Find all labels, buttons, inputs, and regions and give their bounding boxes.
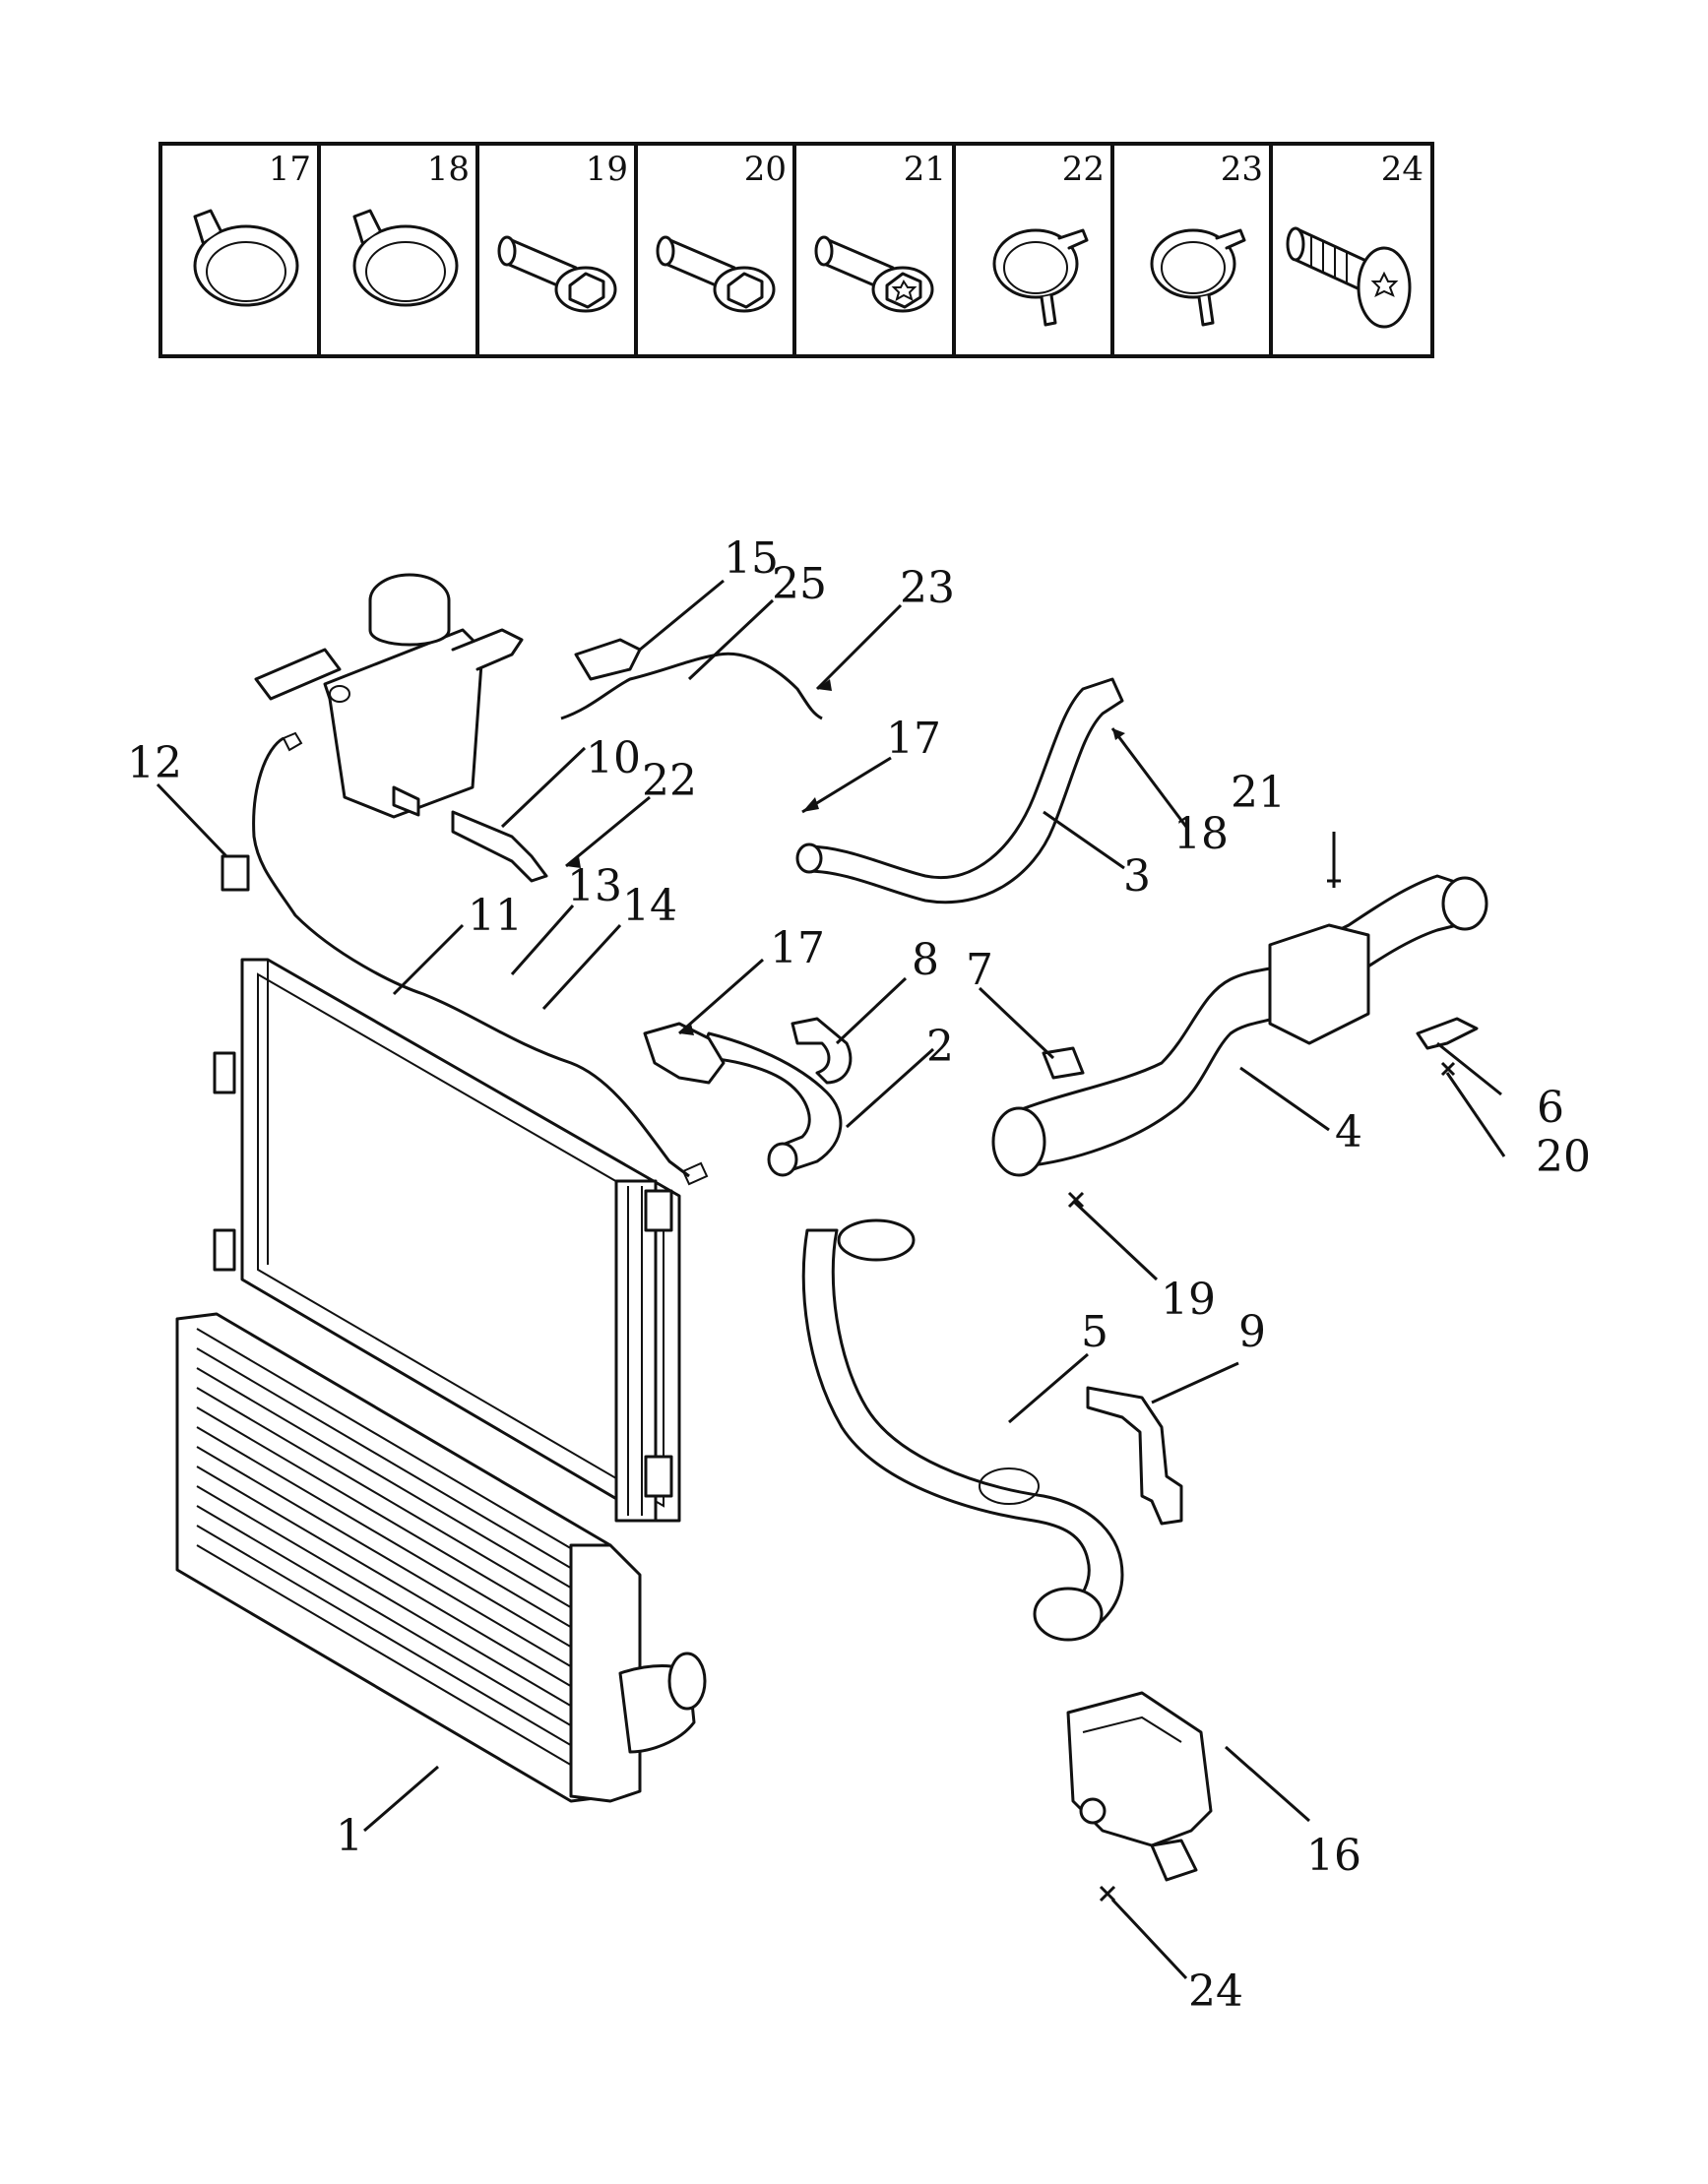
hose-clamp-spring-icon	[352, 209, 459, 307]
hose-clamp-spring-icon	[193, 209, 299, 307]
pipe-4	[991, 874, 1488, 1177]
torx-screw-icon	[1286, 226, 1412, 329]
table-number-23: 23	[1221, 150, 1263, 189]
arrowheads	[566, 679, 1125, 1035]
callout-21: 21	[1231, 768, 1286, 818]
callout-23: 23	[900, 563, 955, 613]
bracket-6	[1416, 1017, 1479, 1050]
fastener-table: 17 18 19 20 21 22 23 24	[158, 142, 1434, 358]
bracket-7	[1042, 1046, 1085, 1080]
connector	[221, 854, 250, 892]
bracket-9	[1086, 1386, 1183, 1526]
intercooler	[175, 1312, 707, 1803]
hex-flange-bolt-icon	[656, 235, 776, 313]
callout-4: 4	[1335, 1107, 1362, 1157]
callout-17-lower: 17	[770, 923, 825, 973]
hose-clamp-wire-icon	[992, 228, 1089, 327]
clip-15	[574, 638, 642, 681]
callout-22: 22	[642, 756, 697, 806]
callout-24: 24	[1188, 1966, 1243, 2017]
hose-10	[451, 810, 548, 883]
hose-5	[801, 1218, 1124, 1642]
callout-11: 11	[468, 891, 523, 941]
callout-16: 16	[1306, 1831, 1361, 1881]
table-number-24: 24	[1381, 150, 1423, 189]
callout-5: 5	[1081, 1307, 1108, 1357]
callout-17-upper: 17	[886, 714, 941, 764]
table-number-22: 22	[1062, 150, 1105, 189]
callout-15: 15	[724, 533, 779, 584]
radiator	[213, 958, 681, 1523]
callout-25: 25	[772, 559, 827, 609]
hose-clamp-wire-icon	[1150, 228, 1246, 327]
callout-10: 10	[586, 733, 641, 783]
bracket-8	[791, 1017, 853, 1085]
table-number-21: 21	[904, 150, 946, 189]
hex-flange-bolt-icon	[814, 235, 934, 313]
leader-lines	[156, 579, 1506, 1980]
callout-14: 14	[622, 881, 677, 931]
coolant-reservoir	[254, 573, 524, 819]
callout-19: 19	[1161, 1275, 1216, 1325]
table-number-17: 17	[269, 150, 311, 189]
callout-7: 7	[966, 945, 993, 995]
hose-2	[697, 1031, 843, 1173]
callout-2: 2	[926, 1022, 954, 1072]
callout-labels: 1 2 3 4 5 6 7 8 9 10 11 12 13 14 15 16 1…	[127, 533, 1591, 2017]
table-number-19: 19	[586, 150, 628, 189]
sensor-wire	[560, 652, 823, 720]
callout-9: 9	[1238, 1307, 1266, 1357]
callout-8: 8	[912, 935, 939, 985]
table-number-20: 20	[744, 150, 787, 189]
fastener-markers	[1067, 874, 1456, 1903]
callout-12: 12	[127, 738, 182, 788]
callout-13: 13	[567, 861, 622, 911]
wire-harness	[252, 736, 690, 1178]
callout-3: 3	[1123, 851, 1151, 902]
callout-20: 20	[1536, 1132, 1591, 1182]
hose-3	[805, 677, 1124, 905]
callout-6: 6	[1537, 1083, 1564, 1133]
callout-18: 18	[1173, 809, 1229, 859]
hex-flange-bolt-icon	[497, 235, 617, 313]
sensor-16	[1066, 1691, 1213, 1882]
callout-1: 1	[336, 1811, 363, 1861]
table-number-18: 18	[427, 150, 470, 189]
